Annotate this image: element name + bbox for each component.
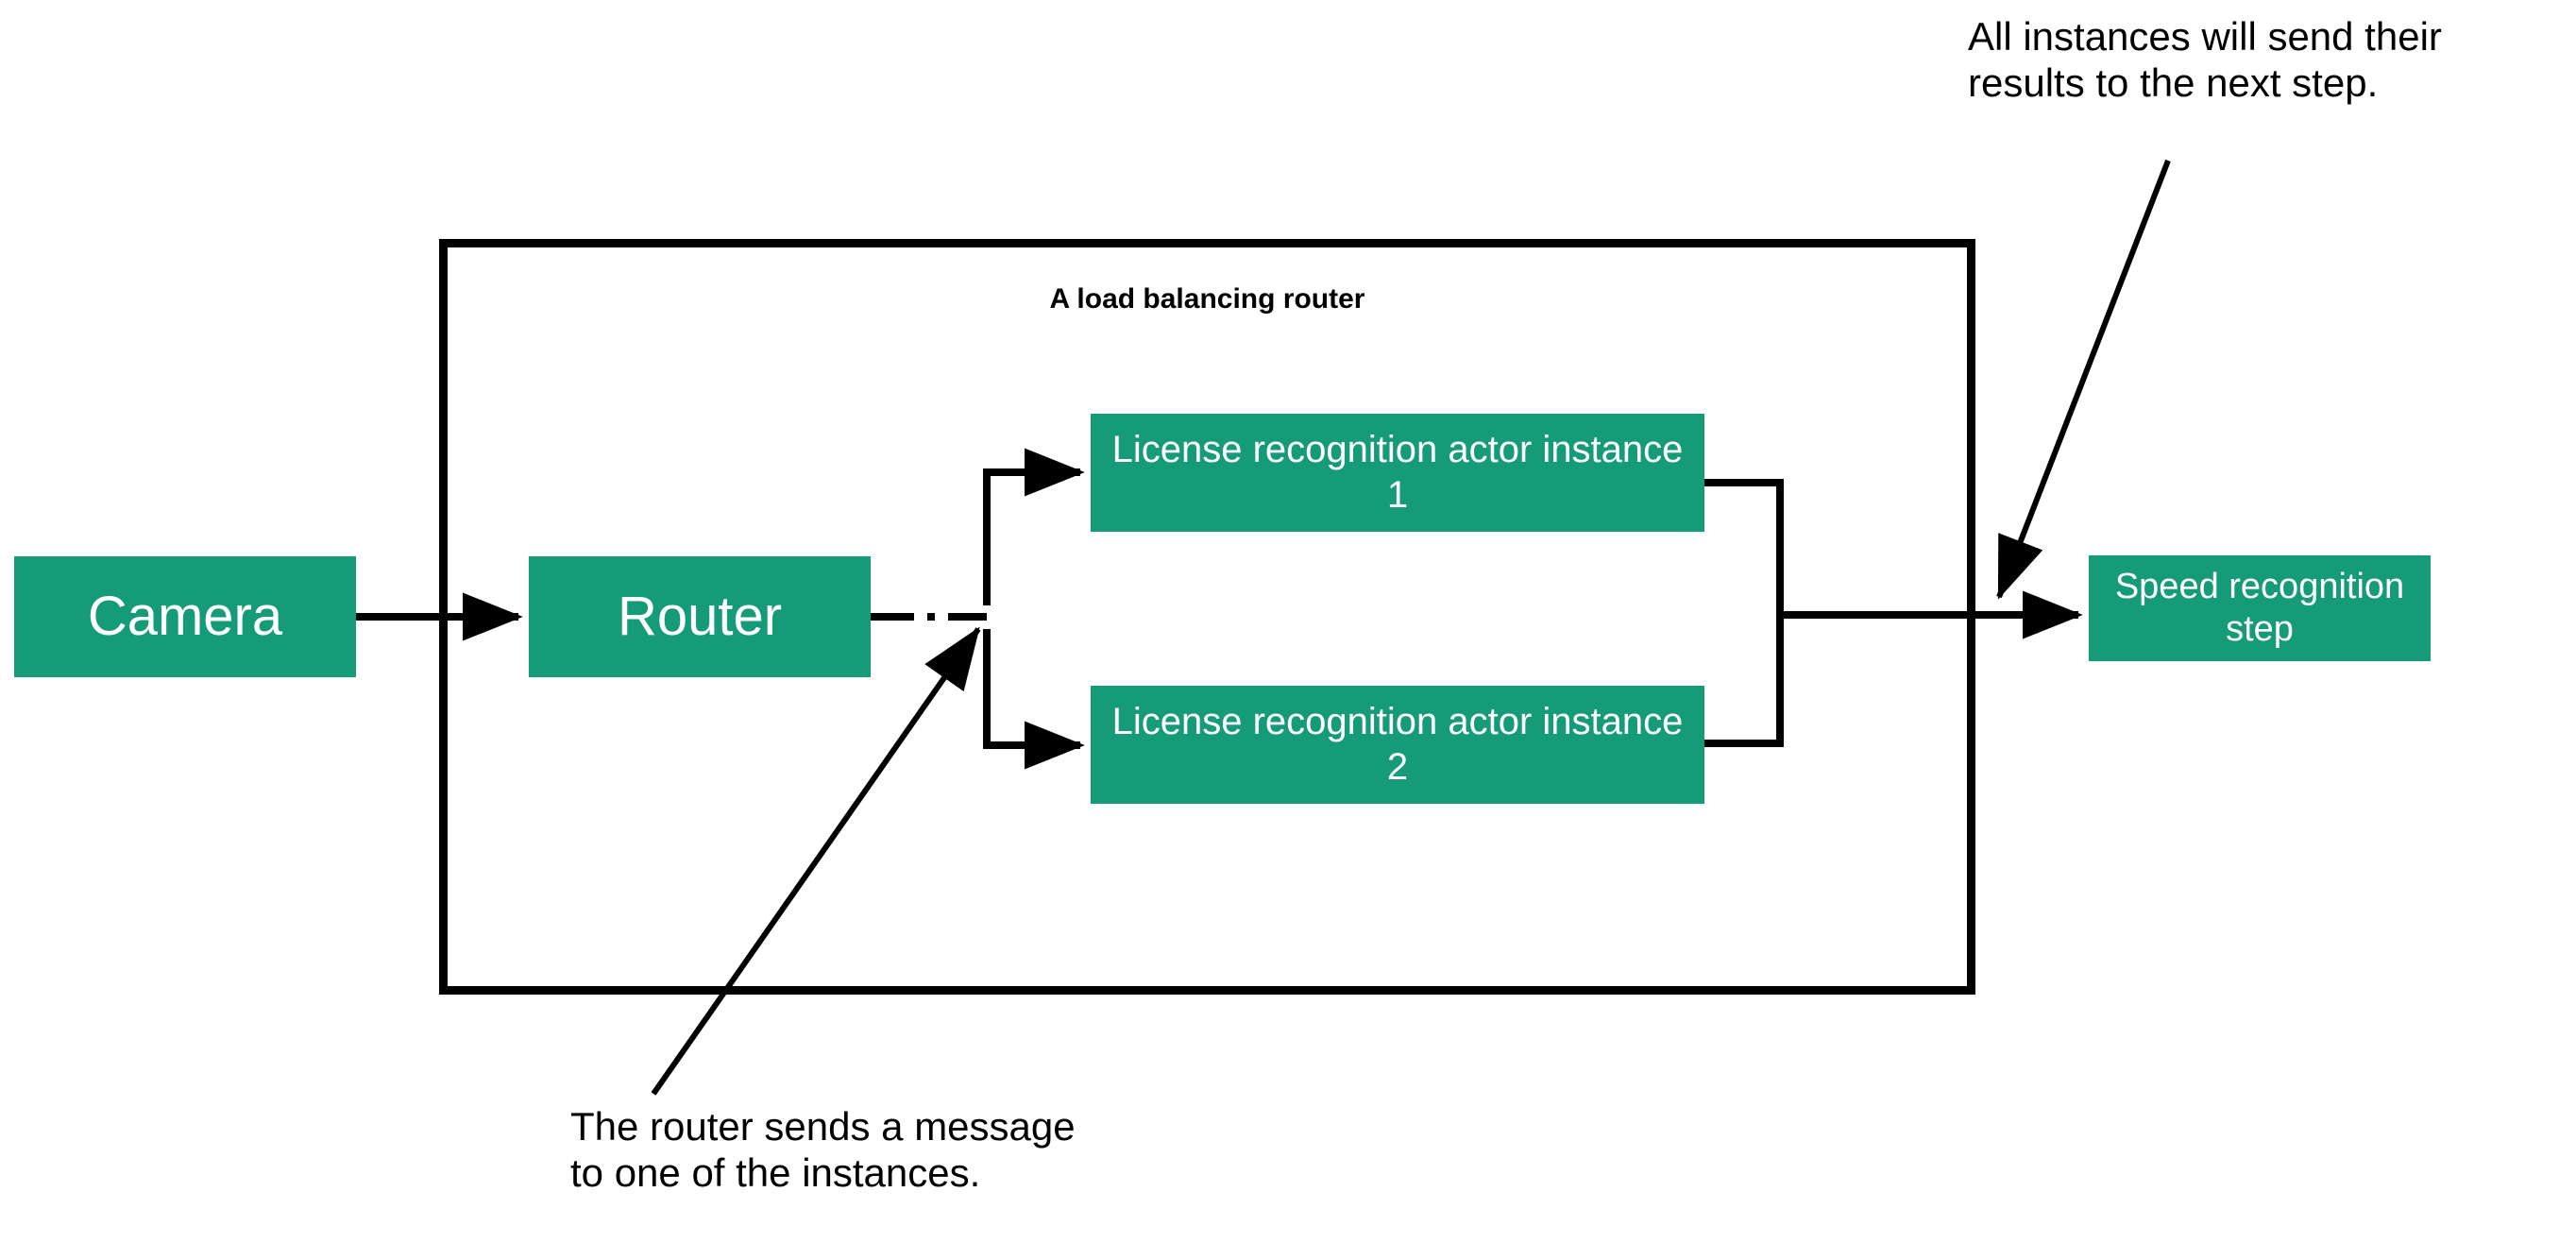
- node-license-recognition-actor-instance-2[interactable]: License recognition actor instance 2: [1091, 686, 1704, 804]
- node-camera-label: Camera: [87, 585, 283, 647]
- annotation-top-right-text: All instances will send their results to…: [1968, 14, 2442, 106]
- node-instance-2-label: License recognition actor instance 2: [1111, 701, 1684, 788]
- annotation-top-right-arrow: [1996, 159, 2171, 600]
- group-title: A load balancing router: [1049, 283, 1365, 315]
- node-camera[interactable]: Camera: [14, 556, 356, 677]
- node-speed-recognition-step[interactable]: Speed recognition step: [2089, 555, 2431, 661]
- node-router-label: Router: [617, 585, 783, 647]
- node-license-recognition-actor-instance-1[interactable]: License recognition actor instance 1: [1091, 414, 1704, 532]
- annotation-bottom-left-text: The router sends a message to one of the…: [570, 1104, 1076, 1196]
- node-instance-1-label: License recognition actor instance 1: [1111, 429, 1684, 516]
- node-router[interactable]: Router: [529, 556, 871, 677]
- node-speed-label: Speed recognition step: [2114, 567, 2405, 649]
